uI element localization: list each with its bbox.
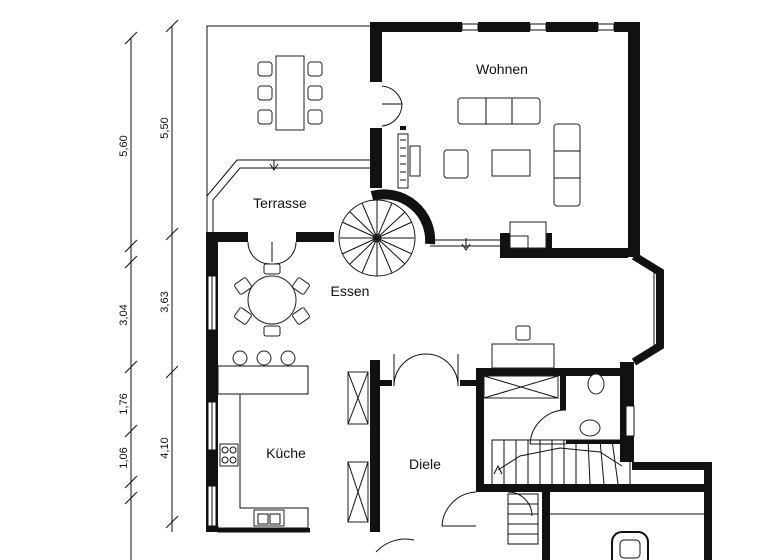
dim-label-4-10: 4,10 (159, 437, 171, 458)
door-wohnen-terrace (381, 85, 403, 127)
spiral-stair (338, 189, 436, 277)
living-furniture (397, 97, 581, 249)
dim-label-3-63: 3,63 (159, 291, 171, 312)
door-diele-essen (393, 353, 459, 387)
dim-label-3-04: 3,04 (118, 304, 130, 325)
cabinets (347, 371, 559, 523)
dining-table (234, 263, 310, 337)
dim-label-5-60: 5,60 (118, 135, 130, 156)
entrance-area (375, 462, 712, 560)
room-label-wohnen: Wohnen (476, 61, 528, 77)
terrace-table (257, 55, 323, 131)
main-stair (491, 439, 631, 485)
bay-window (631, 252, 664, 366)
room-label-essen: Essen (331, 283, 370, 299)
kitchen-counter (217, 350, 309, 529)
sideboard (491, 325, 555, 369)
room-label-terrasse: Terrasse (253, 195, 307, 211)
dimension-chain-inner (165, 19, 179, 532)
windows-wohnen-top (461, 23, 615, 31)
railing-stair-wohnen (430, 238, 500, 251)
door-essen-terrace (247, 241, 297, 265)
room-label-kueche: Küche (266, 445, 306, 461)
dim-label-1-76: 1,76 (118, 393, 130, 414)
wc (529, 373, 635, 445)
windows-left-wall (207, 275, 310, 533)
dim-label-1-06: 1,06 (118, 447, 130, 468)
room-label-diele: Diele (409, 456, 441, 472)
dim-label-5-50: 5,50 (159, 117, 171, 138)
dimension-chain-outer (124, 31, 138, 560)
terrace-outline (206, 25, 372, 238)
